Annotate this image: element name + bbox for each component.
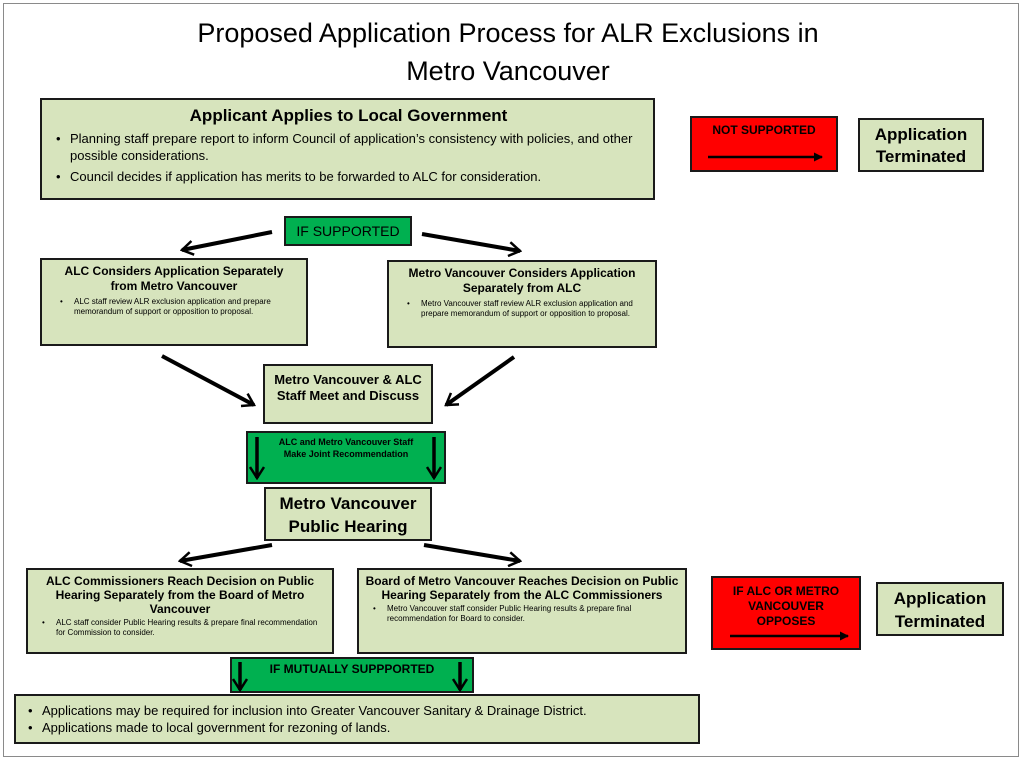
page-title: Proposed Application Process for ALR Exc…	[0, 14, 1016, 90]
mutually-supported-label: IF MUTUALLY SUPPPORTED	[269, 662, 435, 676]
alc-considers-bullet: ALC staff review ALR exclusion applicati…	[58, 297, 298, 317]
arrow-to-mv-considers	[421, 232, 520, 251]
board-decision-heading: Board of Metro Vancouver Reaches Decisio…	[365, 574, 679, 602]
metro-vancouver-considers-heading: Metro Vancouver Considers Application Se…	[408, 266, 636, 295]
title-line-1: Proposed Application Process for ALR Exc…	[197, 18, 819, 48]
applicant-bullet-1: Planning staff prepare report to inform …	[54, 130, 643, 164]
joint-recommendation-label: ALC and Metro Vancouver Staff Make Joint…	[278, 437, 414, 459]
staff-meet-label: Metro Vancouver & ALC Staff Meet and Dis…	[274, 372, 422, 403]
public-hearing-line-2: Public Hearing	[288, 517, 408, 536]
applicant-heading: Applicant Applies to Local Government	[189, 106, 508, 125]
terminated-2-line-2: Terminated	[894, 612, 986, 631]
not-supported-label: NOT SUPPORTED	[712, 123, 816, 137]
application-terminated-box-2: Application Terminated	[876, 582, 1004, 636]
alc-decision-bullet: ALC staff consider Public Hearing result…	[40, 618, 326, 638]
applicant-box: Applicant Applies to Local Government Pl…	[40, 98, 655, 200]
metro-vancouver-considers-box: Metro Vancouver Considers Application Se…	[387, 260, 657, 348]
arrow-alc-to-staff-meet	[161, 354, 254, 405]
terminated-1-line-1: Application	[874, 125, 968, 144]
alc-considers-heading: ALC Considers Application Separately fro…	[64, 264, 284, 293]
slide-frame	[3, 3, 1019, 757]
final-outcome-box: Applications may be required for inclusi…	[14, 694, 700, 744]
joint-recommendation-box: ALC and Metro Vancouver Staff Make Joint…	[246, 431, 446, 484]
opposes-label: IF ALC OR METRO VANCOUVER OPPOSES	[732, 584, 840, 628]
final-bullet-2: Applications made to local government fo…	[26, 719, 690, 736]
board-decision-box: Board of Metro Vancouver Reaches Decisio…	[357, 568, 687, 654]
alc-decision-box: ALC Commissioners Reach Decision on Publ…	[26, 568, 334, 654]
if-supported-label: IF SUPPORTED	[296, 223, 400, 239]
application-terminated-box-1: Application Terminated	[858, 118, 984, 172]
alc-considers-box: ALC Considers Application Separately fro…	[40, 258, 308, 346]
terminated-1-line-2: Terminated	[875, 147, 967, 166]
staff-meet-box: Metro Vancouver & ALC Staff Meet and Dis…	[263, 364, 433, 424]
arrow-to-alc-considers	[182, 230, 273, 250]
arrow-mv-to-staff-meet	[446, 355, 516, 407]
public-hearing-line-1: Metro Vancouver	[279, 494, 417, 513]
final-bullet-1: Applications may be required for inclusi…	[26, 702, 690, 719]
public-hearing-box: Metro Vancouver Public Hearing	[264, 487, 432, 541]
if-supported-box: IF SUPPORTED	[284, 216, 412, 246]
title-line-2: Metro Vancouver	[406, 56, 610, 86]
arrow-to-board-decision	[423, 543, 520, 561]
arrow-to-alc-decision	[180, 543, 273, 561]
board-decision-bullet: Metro Vancouver staff consider Public He…	[371, 604, 679, 624]
not-supported-box: NOT SUPPORTED	[690, 116, 838, 172]
mutually-supported-box: IF MUTUALLY SUPPPORTED	[230, 657, 474, 693]
metro-vancouver-considers-bullet: Metro Vancouver staff review ALR exclusi…	[405, 299, 647, 319]
applicant-bullet-2: Council decides if application has merit…	[54, 168, 643, 185]
alc-decision-heading: ALC Commissioners Reach Decision on Publ…	[45, 574, 315, 616]
terminated-2-line-1: Application	[893, 589, 987, 608]
opposes-box: IF ALC OR METRO VANCOUVER OPPOSES	[711, 576, 861, 650]
